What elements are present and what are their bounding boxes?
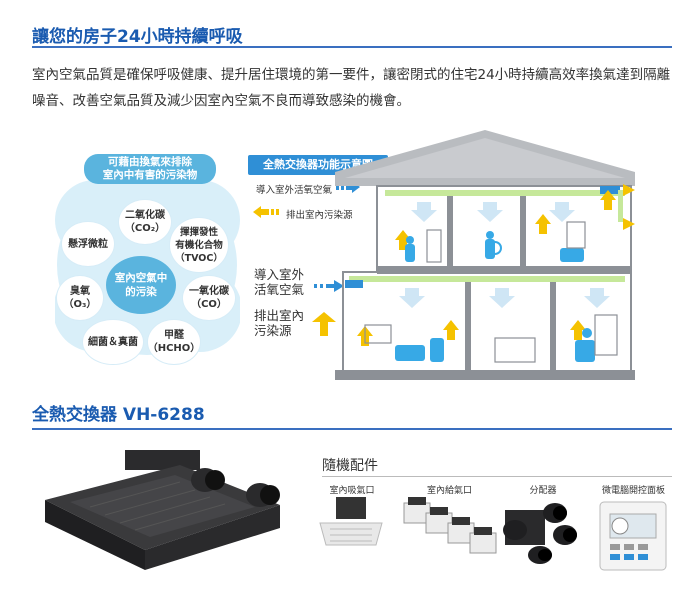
section-divider xyxy=(32,428,672,430)
accessory-label-supply: 室內給氣口 xyxy=(426,486,472,496)
pollutant-bacteria: 細菌＆真菌 xyxy=(83,320,143,364)
legend-in: 導入室外活氧空氣 xyxy=(256,185,333,196)
pollutant-caption: 可藉由換氣來排除 室內中有害的污染物 xyxy=(84,154,216,184)
pollutant-co: 一氧化碳（CO） xyxy=(183,276,235,320)
label-air-in: 導入室外活氧空氣 xyxy=(254,267,305,297)
pollutant-hcho: 甲醛（HCHO） xyxy=(148,320,200,364)
label-air-out: 排出室內污染源 xyxy=(254,308,305,338)
pollutant-pm: 懸浮微粒 xyxy=(62,222,114,266)
accessory-label-panel: 微電腦開控面板 xyxy=(601,486,665,496)
supply-vent-image xyxy=(403,497,497,554)
house-diagram xyxy=(335,130,635,380)
accessory-label-distributor: 分配器 xyxy=(529,486,557,496)
pollutant-o3: 臭氧（O₃） xyxy=(57,276,103,320)
pollutant-tvoc: 揮揮發性有機化合物（TVOC） xyxy=(170,218,228,272)
accessory-label-intake: 室內吸氣口 xyxy=(329,486,375,496)
pollutant-center: 室內空氣中的污染 xyxy=(106,256,176,314)
section-title: 讓您的房子24小時持續呼吸 xyxy=(32,27,243,47)
accessories-title: 隨機配件 xyxy=(322,458,378,474)
distributor-image xyxy=(503,503,577,564)
blue-arrow-icon xyxy=(314,280,344,292)
intro-paragraph: 室內空氣品質是確保呼吸健康、提升居住環境的第一要件，讓密閉式的住宅24小時持續高… xyxy=(32,67,671,109)
section-divider xyxy=(32,46,672,48)
yellow-arrow-icon xyxy=(253,206,279,218)
intake-vent-image xyxy=(319,497,383,546)
yellow-arrow-icon xyxy=(312,312,336,336)
product-image xyxy=(45,450,280,570)
product-title: 全熱交換器 VH-6288 xyxy=(32,405,205,425)
legend-out: 排出室內污染源 xyxy=(286,210,353,221)
control-panel-image xyxy=(599,501,667,571)
accessories-divider xyxy=(322,476,672,477)
pollutant-co2: 二氧化碳（CO₂） xyxy=(119,200,171,244)
